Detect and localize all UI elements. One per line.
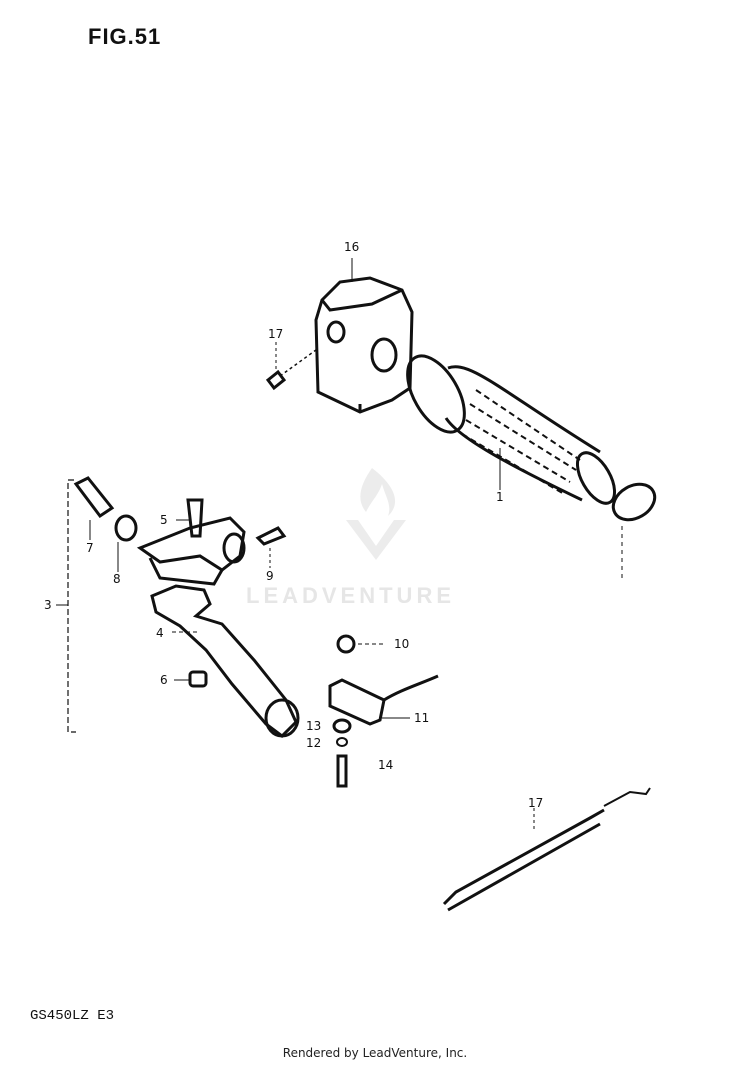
bushing — [114, 514, 138, 542]
callout-13: 13 — [306, 719, 322, 733]
pivot-bolt — [73, 476, 115, 519]
holder-screw — [255, 526, 287, 546]
callout-15: 16 — [344, 240, 360, 254]
clutch-lever — [150, 584, 300, 738]
callout-10: 10 — [394, 637, 410, 651]
assembly-bracket — [67, 479, 76, 733]
bar-end-cap — [611, 482, 657, 522]
callout-12: 12 — [306, 736, 322, 750]
clamp-nut — [336, 634, 356, 654]
clutch-cable — [442, 787, 651, 912]
cable-clamp — [328, 674, 439, 726]
watermark-logo — [346, 468, 406, 560]
clamp-bolt — [336, 754, 348, 788]
callout-17: 17 — [528, 796, 544, 810]
render-credit: Rendered by LeadVenture, Inc. — [282, 1046, 468, 1060]
figure-title: FIG.51 — [88, 24, 162, 49]
callout-8: 8 — [113, 572, 121, 586]
callout-7: 7 — [86, 541, 94, 555]
callout-6: 6 — [160, 673, 168, 687]
lever-holder — [136, 498, 246, 586]
callout-16: 17 — [268, 327, 284, 341]
lever-nut — [188, 670, 208, 688]
washer-12 — [336, 737, 348, 747]
callout-5: 5 — [160, 513, 168, 527]
watermark-text: LEADVENTURE — [246, 583, 456, 608]
switch-housing — [314, 276, 414, 414]
callout-1: 1 — [496, 490, 504, 504]
callout-4: 4 — [156, 626, 164, 640]
housing-screw — [265, 349, 317, 391]
callout-9: 9 — [266, 569, 274, 583]
callout-14: 14 — [378, 758, 394, 772]
callout-11: 11 — [414, 711, 430, 725]
washer-13 — [332, 718, 352, 734]
callout-3: 3 — [44, 598, 52, 612]
handle-grip — [406, 354, 617, 505]
model-code: GS450LZ E3 — [30, 1008, 115, 1024]
